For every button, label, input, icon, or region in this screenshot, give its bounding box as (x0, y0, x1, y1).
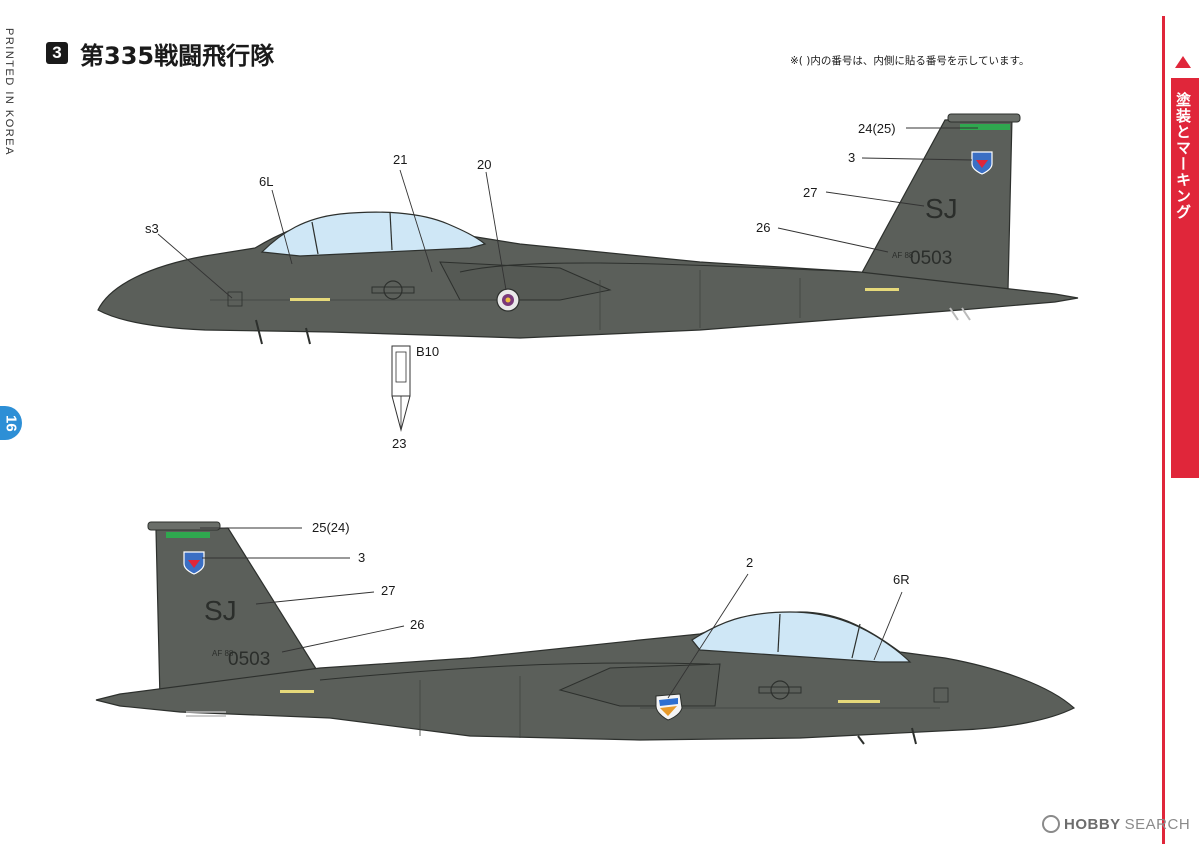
aircraft-left-side-view (97, 113, 1079, 345)
squadron-badge-left (496, 288, 520, 312)
callout-6r: 6R (893, 572, 910, 587)
callout-26-top: 26 (756, 220, 771, 235)
callout-21: 21 (393, 152, 408, 167)
aircraft-drawings: SJ AF 88 0503 (95, 113, 1079, 745)
callout-27-bottom: 27 (381, 583, 396, 598)
section-title: 第335戦闘飛行隊 (80, 42, 275, 70)
callout-27-top: 27 (803, 185, 818, 200)
bomb-b10-drawing (391, 345, 411, 432)
callout-20: 20 (477, 157, 492, 172)
national-insignia-right (758, 680, 802, 700)
callout-b10: B10 (416, 344, 440, 359)
decal-note: ※( )内の番号は、内側に貼る番号を示しています。 (790, 55, 1030, 67)
callout-23: 23 (392, 436, 407, 451)
callout-25-24: 25(24) (312, 520, 350, 535)
fin-green-stripe-bottom (166, 532, 210, 538)
tail-code-bottom: SJ (204, 595, 237, 626)
national-insignia-left (371, 280, 415, 300)
tail-serial-bottom: 0503 (228, 649, 270, 670)
watermark-suffix: SEARCH (1124, 815, 1191, 833)
side-tab-label-box: 塗装とマーキング (1171, 78, 1199, 478)
wing-shield-right (655, 693, 683, 721)
callout-24-25: 24(25) (858, 121, 896, 136)
callout-2: 2 (746, 555, 754, 570)
watermark-circle-icon (1042, 815, 1060, 833)
leader-lines-bottom (200, 527, 903, 699)
callout-3-top: 3 (848, 150, 856, 165)
tail-code-top: SJ (925, 193, 958, 224)
canopy-bottom (691, 611, 912, 663)
command-shield-left (971, 151, 993, 175)
side-tab: 塗装とマーキング (1162, 16, 1200, 844)
fin-green-stripe (960, 124, 1010, 130)
canopy-top (260, 211, 487, 257)
tail-prefix-bottom: AF 88 (212, 649, 234, 658)
watermark-brand: HOBBY (1064, 815, 1121, 833)
command-shield-right (183, 551, 205, 575)
callout-3-bottom: 3 (358, 550, 366, 565)
watermark-logo: HOBBY SEARCH (1042, 815, 1190, 833)
side-tab-label: 塗装とマーキング (1174, 92, 1192, 220)
callout-s3: s3 (145, 221, 159, 236)
page-number: 16 (0, 406, 22, 440)
callout-6l: 6L (259, 174, 274, 189)
callout-26-bottom: 26 (410, 617, 425, 632)
tail-serial-top: 0503 (910, 248, 952, 269)
section-number-badge: 3 (46, 42, 68, 64)
tail-prefix-top: AF 88 (892, 251, 914, 260)
aircraft-right-side-view (95, 521, 1076, 745)
triangle-icon (1175, 56, 1191, 68)
leader-lines-top (157, 127, 978, 299)
printed-in-text: PRINTED IN KOREA (3, 28, 15, 156)
